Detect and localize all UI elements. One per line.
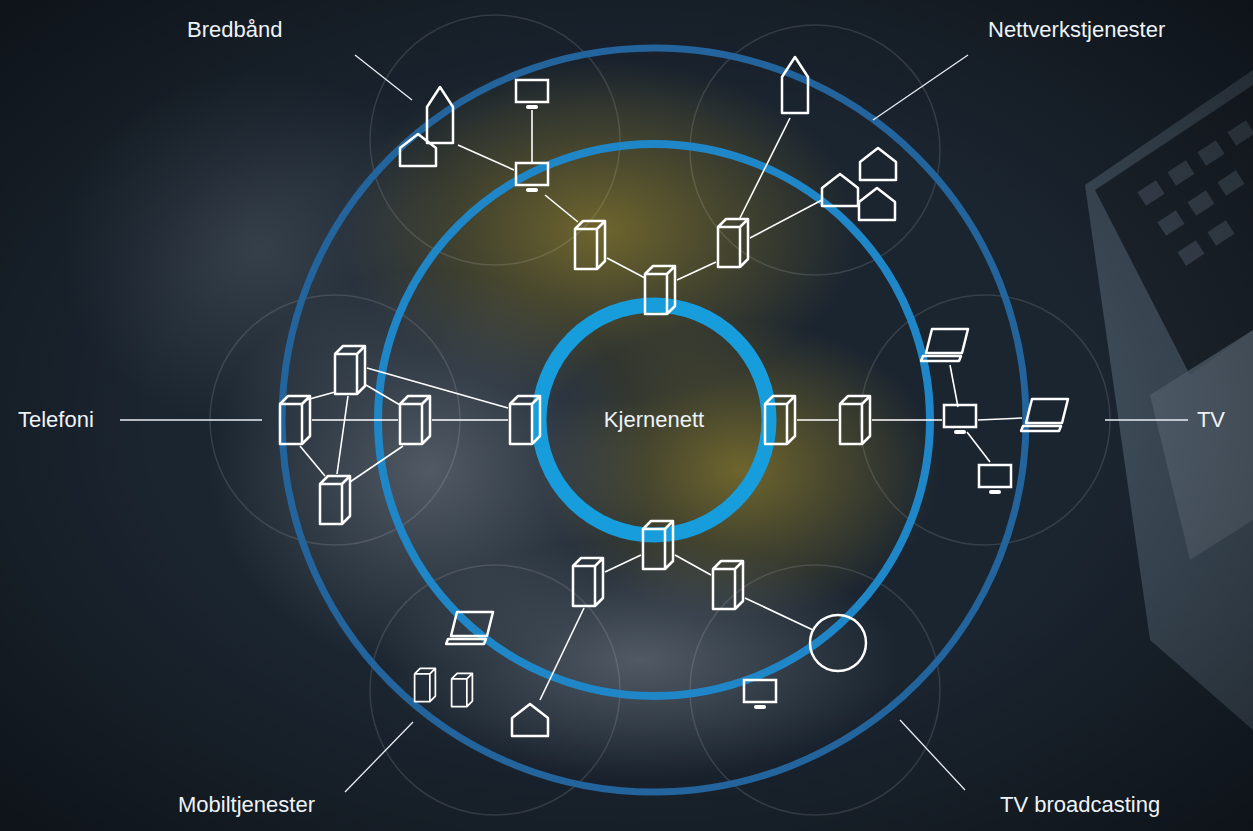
section-label: Telefoni bbox=[18, 407, 94, 433]
section-label: Mobiltjenester bbox=[178, 792, 315, 818]
node-cube bbox=[510, 396, 540, 444]
leader-lines bbox=[120, 55, 1188, 792]
node-label: Kjernenett bbox=[604, 407, 704, 433]
core-network-ring: Kjernenett bbox=[494, 260, 814, 580]
section-label: TV bbox=[1197, 407, 1225, 433]
section-label: TV broadcasting bbox=[1000, 792, 1160, 818]
node-cube bbox=[643, 521, 673, 569]
section-label: Bredbånd bbox=[187, 17, 282, 43]
sector-circles bbox=[210, 15, 1110, 815]
node-cube bbox=[645, 266, 675, 314]
network-links bbox=[300, 110, 1022, 700]
icons bbox=[280, 57, 1068, 736]
section-label: Nettverkstjenester bbox=[988, 17, 1165, 43]
middle-ring bbox=[378, 144, 930, 696]
outer-ring bbox=[282, 48, 1026, 792]
node-cube bbox=[765, 396, 795, 444]
